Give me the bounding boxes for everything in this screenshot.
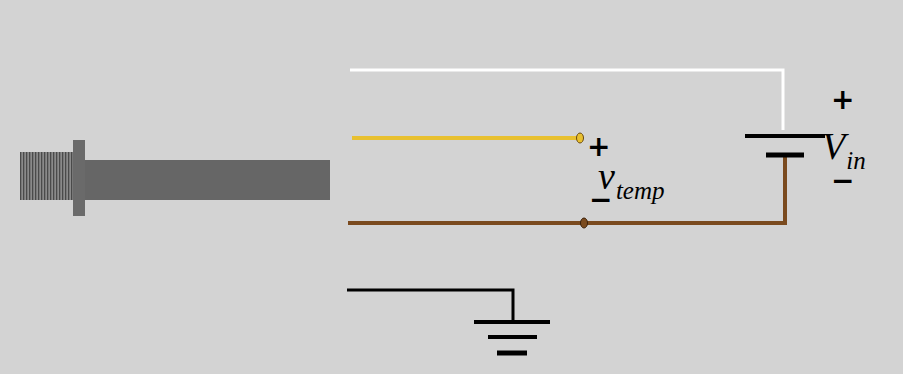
source-name: V: [822, 127, 845, 165]
screw-thread: [20, 152, 74, 200]
polarity-sign: −: [589, 186, 612, 214]
brown-wire: [348, 155, 785, 223]
polarity-sign: +: [831, 86, 854, 114]
white-wire: [350, 70, 783, 130]
yellow-wire: [352, 136, 578, 140]
ground-symbol: [474, 322, 550, 353]
polarity-sign: −: [831, 167, 854, 195]
black-wire: [347, 290, 513, 322]
signal-subscript: temp: [616, 178, 665, 203]
battery-symbol: [745, 136, 825, 155]
thermocouple-probe: [20, 140, 330, 216]
terminal-dot: [581, 218, 588, 228]
probe-sheath: [85, 160, 330, 200]
terminal-dot: [577, 133, 584, 143]
hex-nut: [73, 140, 85, 216]
